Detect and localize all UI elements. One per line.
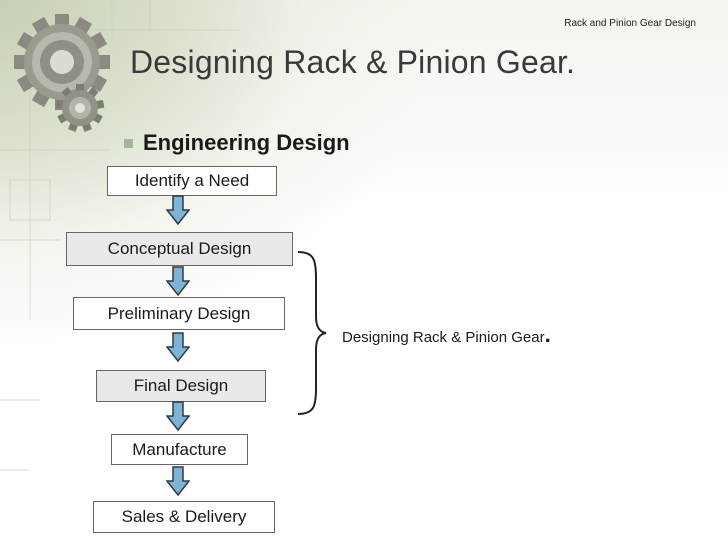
step-conceptual-design: Conceptual Design: [66, 232, 293, 266]
step-preliminary-design: Preliminary Design: [73, 297, 285, 330]
brace-annotation: Designing Rack & Pinion Gear.: [342, 324, 551, 347]
gear-icon: [14, 14, 110, 132]
brace-annotation-period: .: [544, 322, 551, 347]
slide-title: Designing Rack & Pinion Gear.: [130, 44, 576, 80]
brace-annotation-text: Designing Rack & Pinion Gear: [342, 329, 545, 346]
down-arrow-icon: [166, 401, 190, 431]
step-final-design: Final Design: [96, 370, 266, 402]
down-arrow-icon: [166, 195, 190, 225]
down-arrow-icon: [166, 466, 190, 496]
bullet-marker: [124, 139, 133, 148]
step-sales-delivery: Sales & Delivery: [93, 501, 275, 533]
curly-brace: [297, 251, 327, 415]
header-title: Rack and Pinion Gear Design: [564, 18, 696, 29]
down-arrow-icon: [166, 332, 190, 362]
step-manufacture: Manufacture: [111, 434, 248, 465]
down-arrow-icon: [166, 266, 190, 296]
bullet-text: Engineering Design: [143, 130, 350, 155]
step-identify-need: Identify a Need: [107, 166, 277, 196]
